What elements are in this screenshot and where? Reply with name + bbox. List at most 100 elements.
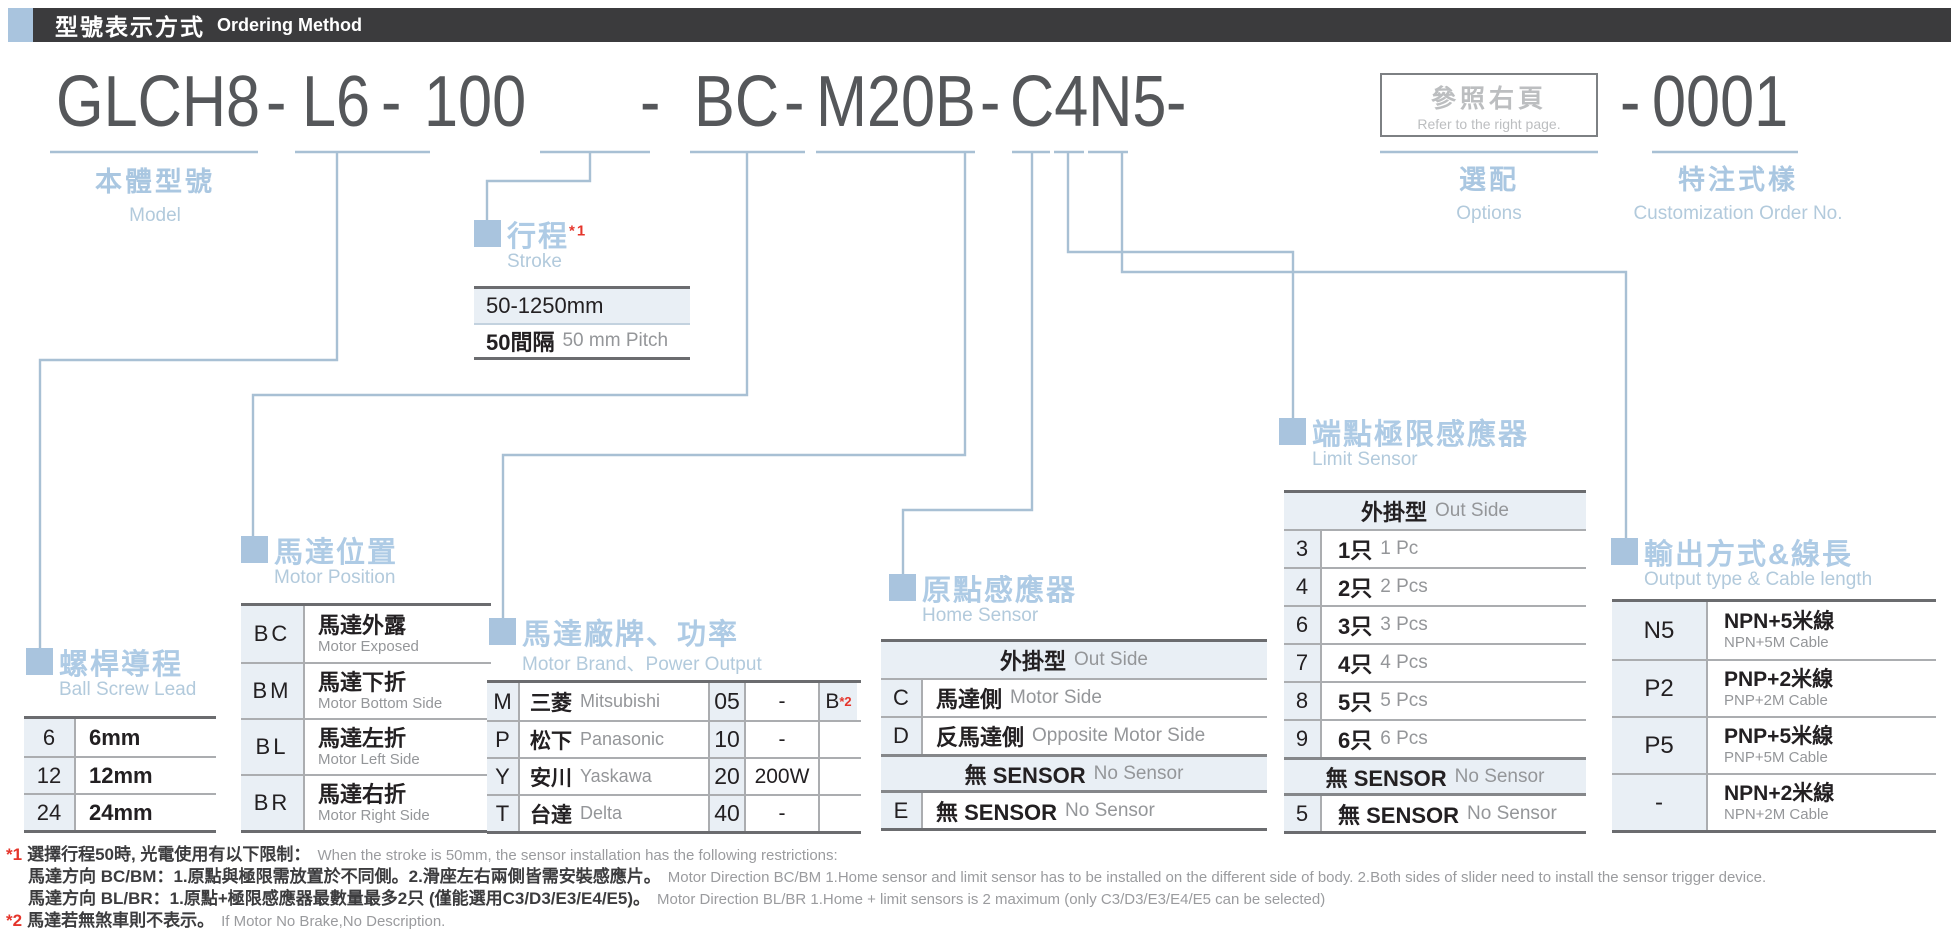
limit-code: 4 <box>1284 569 1320 605</box>
power-code: 05 <box>708 683 744 720</box>
options-label-en: Options <box>1456 203 1522 224</box>
limit-code: 6 <box>1284 607 1320 643</box>
ball-screw-lead-table: 6 6mm 12 12mm 24 24mm <box>24 716 216 833</box>
limit-zh: 5只 <box>1338 690 1373 715</box>
page-title-en: Ordering Method <box>217 14 362 35</box>
power-value: 200W <box>744 759 818 794</box>
home-zh: 無 SENSOR <box>936 799 1058 825</box>
table-row: 3 1只 1 Pc <box>1284 529 1586 567</box>
home-code: D <box>881 718 921 754</box>
brand-code: M <box>487 683 518 720</box>
stroke-pitch-zh: 50間隔 <box>486 330 555 355</box>
customization-label-zh: 特注式樣 <box>1678 165 1798 195</box>
power-value: - <box>744 796 818 831</box>
motor-position-title-en: Motor Position <box>274 567 396 588</box>
brand-code: Y <box>487 759 518 794</box>
lead-value: 24mm <box>89 799 153 825</box>
brake-footnote-ref: *2 <box>839 694 852 709</box>
refer-box-zh: 參照右頁 <box>1430 85 1547 113</box>
limit-subheader-en: No Sensor <box>1454 765 1545 787</box>
model-code-position: BC <box>694 62 780 142</box>
output-code: P5 <box>1612 718 1706 773</box>
motor-position-title-zh: 馬達位置 <box>274 537 399 569</box>
header-accent-square <box>8 8 33 42</box>
table-row: 12 12mm <box>24 756 216 793</box>
model-code-dash: - <box>640 62 661 142</box>
model-code-order-no: 0001 <box>1652 62 1789 142</box>
limit-code: 7 <box>1284 645 1320 681</box>
limit-en: No Sensor <box>1467 802 1557 824</box>
home-header-zh: 外掛型 <box>1000 649 1067 674</box>
output-en: PNP+2M Cable <box>1724 692 1828 709</box>
home-en: No Sensor <box>1065 799 1155 821</box>
limit-header-en: Out Side <box>1435 500 1509 521</box>
limit-sensor-title-zh: 端點極限感應器 <box>1312 419 1530 451</box>
lead-title-en: Ball Screw Lead <box>59 679 197 700</box>
stroke-table: 50-1250mm 50間隔 50 mm Pitch <box>474 286 690 360</box>
position-code: BC <box>241 606 303 662</box>
output-code: - <box>1612 775 1706 830</box>
home-en: Opposite Motor Side <box>1032 725 1206 746</box>
output-zh: NPN+5米線 <box>1724 610 1835 633</box>
options-label: 選配 Options <box>1380 158 1598 225</box>
limit-zh: 3只 <box>1338 614 1373 639</box>
position-zh: 馬達下折 <box>318 669 407 695</box>
footnote-ref: *1 <box>6 845 23 864</box>
table-row: 50間隔 50 mm Pitch <box>474 323 690 357</box>
model-code-brand: M20B <box>816 62 976 142</box>
home-subheader-zh: 無 SENSOR <box>964 762 1086 788</box>
output-en: NPN+2M Cable <box>1724 806 1829 823</box>
position-en: Motor Right Side <box>318 806 430 824</box>
brake-option-cell <box>818 796 857 831</box>
position-zh: 馬達右折 <box>318 781 407 807</box>
options-label-zh: 選配 <box>1459 165 1519 195</box>
blue-square-icon <box>489 618 516 645</box>
position-code: BL <box>241 720 303 774</box>
blue-square-icon <box>889 574 916 601</box>
brake-option-cell <box>818 722 857 757</box>
lead-value: 6mm <box>89 724 141 750</box>
table-subheader-row: 無 SENSOR No Sensor <box>881 754 1267 790</box>
model-label: 本體型號 Model <box>40 160 270 227</box>
page-title-zh: 型號表示方式 <box>55 14 205 40</box>
home-en: Motor Side <box>1010 687 1102 708</box>
model-code-body: GLCH8 <box>56 62 261 142</box>
stroke-pitch-en: 50 mm Pitch <box>562 330 669 351</box>
home-sensor-title-en: Home Sensor <box>922 605 1039 626</box>
limit-en: 1 Pc <box>1380 538 1419 559</box>
model-label-zh: 本體型號 <box>95 167 215 197</box>
header-bar: 型號表示方式 Ordering Method <box>33 8 1951 42</box>
limit-zh: 1只 <box>1338 538 1373 563</box>
stroke-range: 50-1250mm <box>486 293 604 318</box>
brand-en: Panasonic <box>580 729 665 749</box>
limit-en: 3 Pcs <box>1380 614 1428 635</box>
power-code: 40 <box>708 796 744 831</box>
lead-title-zh: 螺桿導程 <box>59 649 184 681</box>
stroke-footnote-ref: *1 <box>569 222 588 240</box>
connector-limit <box>1066 153 1295 422</box>
limit-code: 3 <box>1284 531 1320 567</box>
position-code: BM <box>241 664 303 718</box>
brand-zh: 三菱 <box>530 691 572 715</box>
brand-zh: 安川 <box>530 766 572 790</box>
home-zh: 馬達側 <box>936 687 1003 712</box>
lead-code: 12 <box>24 758 74 793</box>
brake-option-cell <box>818 759 857 794</box>
position-en: Motor Exposed <box>318 637 419 655</box>
power-code: 10 <box>708 722 744 757</box>
